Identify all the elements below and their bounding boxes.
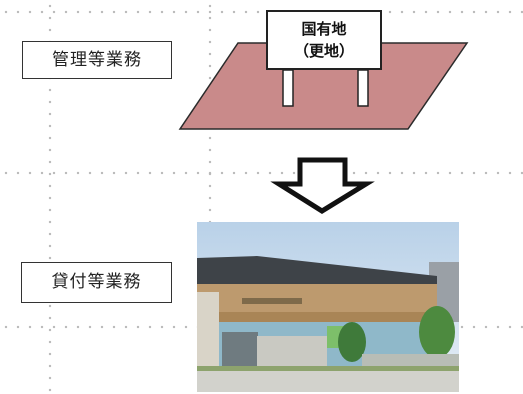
dotted-guide-middle	[0, 171, 523, 175]
sign-post-left	[282, 69, 294, 107]
photo-fence	[362, 354, 459, 368]
photo-gate	[222, 332, 258, 366]
management-work-text: 管理等業務	[52, 50, 142, 70]
lending-work-label: 貸付等業務	[21, 262, 172, 303]
dotted-guide-left	[48, 0, 52, 394]
lending-work-text: 貸付等業務	[51, 272, 142, 292]
land-parcel	[178, 42, 469, 130]
sign-text-line2: （更地）	[293, 42, 354, 60]
photo-planting	[197, 366, 459, 371]
building-photo	[197, 222, 459, 392]
photo-roof	[197, 256, 437, 288]
down-arrow-icon	[270, 157, 375, 214]
sign-text-line1: 国有地	[301, 20, 347, 38]
photo-tree-right	[419, 306, 455, 358]
photo-facade-upper	[197, 284, 437, 314]
photo-left-block	[197, 292, 219, 372]
photo-facade-sign	[242, 298, 302, 304]
photo-front-wall	[257, 336, 327, 366]
photo-tree-left	[338, 322, 366, 362]
sign-post-right	[357, 69, 369, 107]
photo-facade-band	[197, 312, 437, 322]
signboard-icon: 国有地 （更地）	[266, 10, 382, 70]
management-work-label: 管理等業務	[22, 41, 172, 79]
dotted-guide-center	[208, 0, 212, 394]
dotted-guide-top	[0, 10, 523, 14]
